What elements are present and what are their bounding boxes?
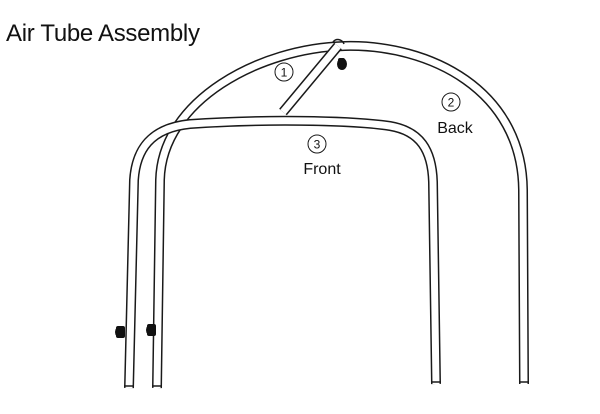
valve-cap-left-front: [115, 326, 125, 338]
valve-cap-left-back: [146, 324, 156, 336]
callout-part-1: 1: [274, 62, 294, 82]
front-air-tube: [124, 115, 441, 389]
callout-part-2: 2 Back: [437, 92, 474, 137]
valve-cap-top: [337, 58, 347, 70]
back-air-tube: [152, 40, 529, 389]
part-3-label: Front: [303, 161, 341, 178]
part-2-label: Back: [437, 120, 474, 137]
part-1-number: 1: [281, 66, 288, 80]
part-3-number: 3: [314, 138, 321, 152]
part-2-number: 2: [448, 96, 455, 110]
cross-air-tube: [279, 38, 345, 116]
callout-part-3: 3 Front: [303, 134, 341, 178]
diagram-title: Air Tube Assembly: [6, 20, 200, 47]
